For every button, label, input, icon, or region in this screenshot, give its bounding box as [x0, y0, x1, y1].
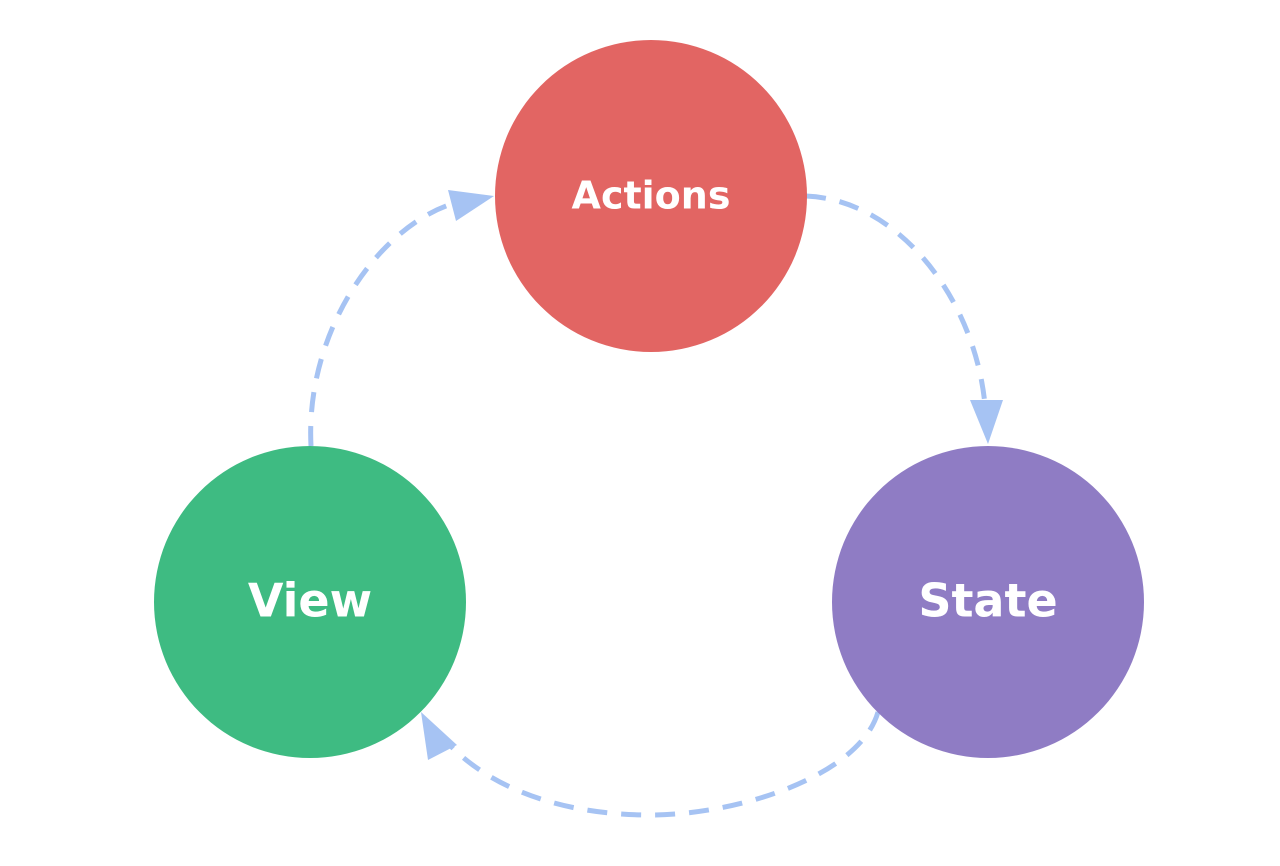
arrowhead-into-state	[970, 400, 1003, 444]
node-state: State	[832, 446, 1144, 758]
node-actions-circle	[495, 40, 807, 352]
node-view: View	[154, 446, 466, 758]
arrowhead-into-actions	[448, 190, 494, 221]
node-state-label: State	[918, 574, 1057, 628]
edge-state-to-view	[443, 711, 881, 818]
node-state-circle	[832, 446, 1144, 758]
node-actions: Actions	[495, 40, 807, 352]
node-view-circle	[154, 446, 466, 758]
edge-view-to-actions	[308, 200, 456, 447]
flow-edges	[308, 190, 1003, 818]
node-actions-label: Actions	[572, 174, 731, 218]
edge-actions-to-state	[805, 193, 988, 406]
node-view-label: View	[248, 574, 372, 628]
arrowhead-into-view	[421, 712, 457, 760]
